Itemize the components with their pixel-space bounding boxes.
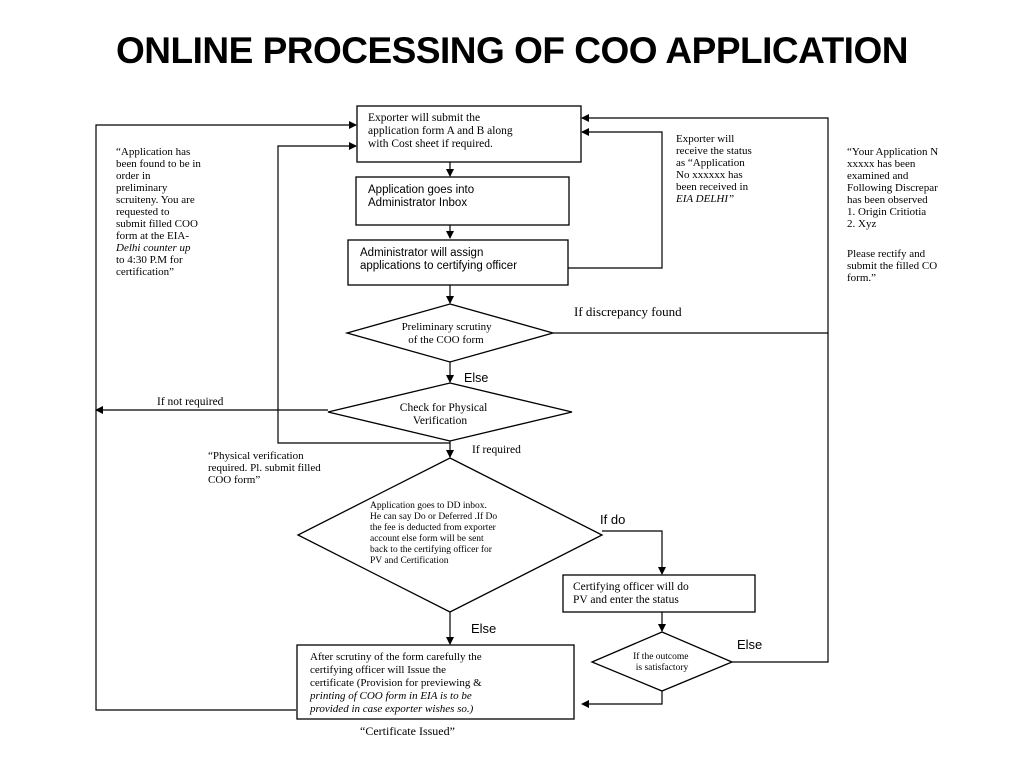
- connectors: [95, 114, 829, 711]
- physical-text: Check for Physical Verification: [400, 402, 490, 427]
- note-left: “Application has been found to be in ord…: [115, 146, 204, 278]
- submit-box: [356, 105, 582, 163]
- label-discrepancy: If discrepancy found: [574, 304, 682, 319]
- label-else-2: Else: [471, 621, 496, 636]
- scrutiny-text: Preliminary scrutiny of the COO form: [402, 321, 495, 346]
- outcome-text: If the outcome is satisfactory: [633, 651, 691, 673]
- inbox-text: Application goes into Administrator Inbo…: [368, 184, 477, 209]
- label-else-1: Else: [464, 371, 488, 385]
- certifying-text: Certifying officer will do PV and enter …: [573, 581, 692, 606]
- dd-inbox-diamond: [296, 457, 604, 613]
- outcome-diamond: [590, 631, 734, 692]
- submit-text: Exporter will submit the application for…: [368, 112, 516, 150]
- final-box: [296, 644, 575, 720]
- note-certificate-issued: “Certificate Issued”: [360, 724, 455, 738]
- label-not-required: If not required: [157, 396, 224, 408]
- physical-diamond: [327, 382, 573, 442]
- certifying-box: [562, 574, 756, 613]
- page-title: ONLINE PROCESSING OF COO APPLICATION: [116, 30, 908, 71]
- note-right: “Your Application N xxxxx has been exami…: [847, 146, 941, 284]
- final-text: After scrutiny of the form carefully the…: [309, 651, 484, 715]
- note-status: Exporter will receive the status as “App…: [675, 133, 755, 205]
- scrutiny-diamond: [344, 303, 556, 363]
- assign-text: Administrator will assign applications t…: [360, 247, 517, 272]
- inbox-box: [355, 176, 570, 226]
- assign-box: [347, 239, 569, 286]
- dd-inbox-text: Application goes to DD inbox. He can say…: [370, 501, 500, 566]
- label-if-do: If do: [600, 512, 625, 527]
- label-else-3: Else: [737, 637, 762, 652]
- note-physical: “Physical verification required. Pl. sub…: [208, 450, 323, 486]
- label-required: If required: [472, 444, 521, 456]
